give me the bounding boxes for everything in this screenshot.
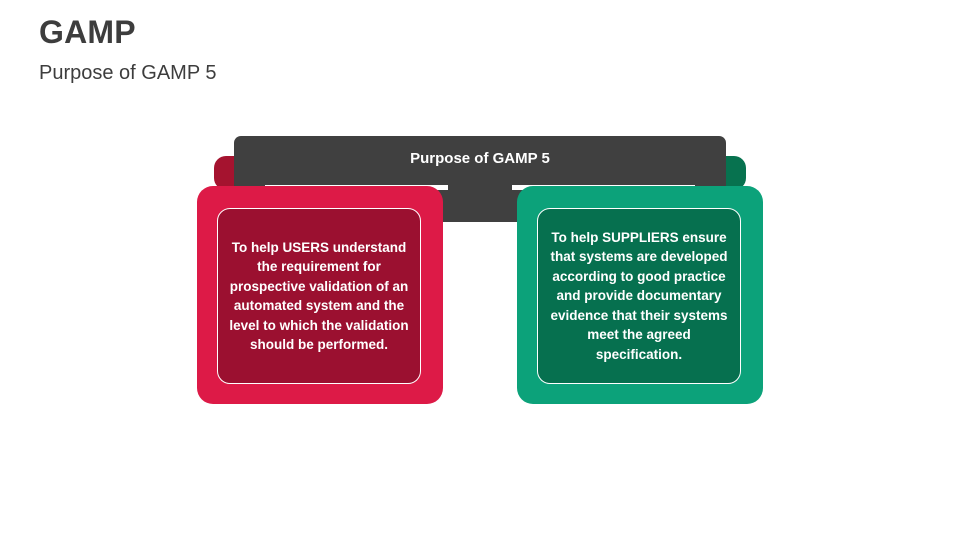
users-purpose-text: To help USERS understand the requirement…	[217, 208, 421, 384]
users-purpose-card: To help USERS understand the requirement…	[197, 186, 443, 404]
suppliers-purpose-text: To help SUPPLIERS ensure that systems ar…	[537, 208, 741, 384]
slide-subtitle: Purpose of GAMP 5	[39, 62, 217, 84]
suppliers-purpose-card: To help SUPPLIERS ensure that systems ar…	[517, 186, 763, 404]
diagram-header-label: Purpose of GAMP 5	[410, 150, 550, 167]
slide-title: GAMP	[39, 14, 136, 50]
